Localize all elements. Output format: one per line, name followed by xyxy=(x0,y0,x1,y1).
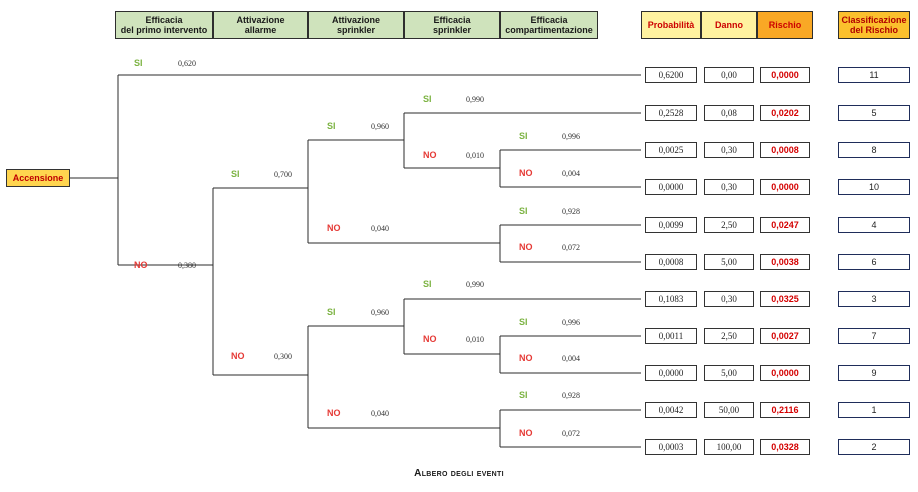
outcome-danno: 50,00 xyxy=(704,402,754,418)
branch-prob-l5b_si: 0,928 xyxy=(562,207,580,216)
branch-prob-l4a_no: 0,010 xyxy=(466,151,484,160)
outcome-danno: 5,00 xyxy=(704,254,754,270)
outcome-rischio: 0,0027 xyxy=(760,328,810,344)
branch-prob-l5c_no: 0,004 xyxy=(562,354,580,363)
diagram-caption: Albero degli eventi xyxy=(414,468,504,479)
branch-label-l2a_si: SI xyxy=(231,169,240,179)
header-efficacia-compartimentazione: Efficacia compartimentazione xyxy=(500,11,598,39)
header-efficacia-sprinkler: Efficacia sprinkler xyxy=(404,11,500,39)
branch-label-l3a_si: SI xyxy=(327,121,336,131)
branch-label-l3b_si: SI xyxy=(327,307,336,317)
outcome-probabilita: 0,0003 xyxy=(645,439,697,455)
header-efficacia-primo-intervento: Efficacia del primo intervento xyxy=(115,11,213,39)
branch-label-l4a_no: NO xyxy=(423,150,437,160)
header-attivazione-sprinkler: Attivazione sprinkler xyxy=(308,11,404,39)
outcome-rischio: 0,0325 xyxy=(760,291,810,307)
outcome-classificazione: 11 xyxy=(838,67,910,83)
outcome-probabilita: 0,0011 xyxy=(645,328,697,344)
root-node-accensione: Accensione xyxy=(6,169,70,187)
outcome-rischio: 0,0038 xyxy=(760,254,810,270)
outcome-classificazione: 1 xyxy=(838,402,910,418)
outcome-probabilita: 0,0025 xyxy=(645,142,697,158)
header-attivazione-allarme: Attivazione allarme xyxy=(213,11,308,39)
branch-label-l3a_no: NO xyxy=(327,223,341,233)
outcome-probabilita: 0,1083 xyxy=(645,291,697,307)
branch-label-l4b_si: SI xyxy=(423,279,432,289)
outcome-classificazione: 9 xyxy=(838,365,910,381)
branch-label-l5b_si: SI xyxy=(519,206,528,216)
outcome-probabilita: 0,2528 xyxy=(645,105,697,121)
branch-label-l5c_si: SI xyxy=(519,317,528,327)
outcome-danno: 0,30 xyxy=(704,142,754,158)
branch-label-l3b_no: NO xyxy=(327,408,341,418)
branch-label-l5d_si: SI xyxy=(519,390,528,400)
branch-prob-l1_no: 0,380 xyxy=(178,261,196,270)
outcome-classificazione: 6 xyxy=(838,254,910,270)
branch-prob-l5d_si: 0,928 xyxy=(562,391,580,400)
outcome-classificazione: 5 xyxy=(838,105,910,121)
branch-prob-l5a_no: 0,004 xyxy=(562,169,580,178)
branch-label-l2b_no: NO xyxy=(231,351,245,361)
branch-prob-l4b_si: 0,990 xyxy=(466,280,484,289)
outcome-rischio: 0,0328 xyxy=(760,439,810,455)
header-danno: Danno xyxy=(701,11,757,39)
header-probabilita: Probabilità xyxy=(641,11,701,39)
outcome-rischio: 0,2116 xyxy=(760,402,810,418)
outcome-danno: 0,08 xyxy=(704,105,754,121)
outcome-classificazione: 10 xyxy=(838,179,910,195)
outcome-danno: 0,30 xyxy=(704,291,754,307)
outcome-probabilita: 0,0000 xyxy=(645,365,697,381)
branch-prob-l3b_si: 0,960 xyxy=(371,308,389,317)
branch-prob-l5a_si: 0,996 xyxy=(562,132,580,141)
branch-prob-l3a_no: 0,040 xyxy=(371,224,389,233)
branch-label-l5a_si: SI xyxy=(519,131,528,141)
outcome-danno: 100,00 xyxy=(704,439,754,455)
outcome-probabilita: 0,0008 xyxy=(645,254,697,270)
outcome-danno: 0,00 xyxy=(704,67,754,83)
outcome-rischio: 0,0000 xyxy=(760,179,810,195)
branch-prob-l1_si: 0,620 xyxy=(178,59,196,68)
outcome-danno: 2,50 xyxy=(704,328,754,344)
branch-prob-l5d_no: 0,072 xyxy=(562,429,580,438)
branch-label-l5a_no: NO xyxy=(519,168,533,178)
outcome-classificazione: 8 xyxy=(838,142,910,158)
outcome-danno: 5,00 xyxy=(704,365,754,381)
header-classificazione-rischio: Classificazione del Rischio xyxy=(838,11,910,39)
branch-prob-l2a_si: 0,700 xyxy=(274,170,292,179)
outcome-probabilita: 0,6200 xyxy=(645,67,697,83)
branch-prob-l4b_no: 0,010 xyxy=(466,335,484,344)
outcome-probabilita: 0,0042 xyxy=(645,402,697,418)
branch-label-l1_si: SI xyxy=(134,58,143,68)
branch-prob-l5b_no: 0,072 xyxy=(562,243,580,252)
branch-label-l4b_no: NO xyxy=(423,334,437,344)
branch-prob-l5c_si: 0,996 xyxy=(562,318,580,327)
branch-label-l5d_no: NO xyxy=(519,428,533,438)
outcome-danno: 2,50 xyxy=(704,217,754,233)
outcome-rischio: 0,0000 xyxy=(760,67,810,83)
outcome-rischio: 0,0000 xyxy=(760,365,810,381)
branch-label-l5c_no: NO xyxy=(519,353,533,363)
header-rischio: Rischio xyxy=(757,11,813,39)
branch-label-l5b_no: NO xyxy=(519,242,533,252)
branch-label-l1_no: NO xyxy=(134,260,148,270)
outcome-classificazione: 3 xyxy=(838,291,910,307)
outcome-rischio: 0,0202 xyxy=(760,105,810,121)
outcome-classificazione: 2 xyxy=(838,439,910,455)
branch-prob-l3b_no: 0,040 xyxy=(371,409,389,418)
outcome-danno: 0,30 xyxy=(704,179,754,195)
branch-label-l4a_si: SI xyxy=(423,94,432,104)
outcome-rischio: 0,0008 xyxy=(760,142,810,158)
branch-prob-l2b_no: 0,300 xyxy=(274,352,292,361)
branch-prob-l4a_si: 0,990 xyxy=(466,95,484,104)
outcome-probabilita: 0,0099 xyxy=(645,217,697,233)
outcome-classificazione: 7 xyxy=(838,328,910,344)
outcome-probabilita: 0,0000 xyxy=(645,179,697,195)
branch-prob-l3a_si: 0,960 xyxy=(371,122,389,131)
outcome-classificazione: 4 xyxy=(838,217,910,233)
outcome-rischio: 0,0247 xyxy=(760,217,810,233)
